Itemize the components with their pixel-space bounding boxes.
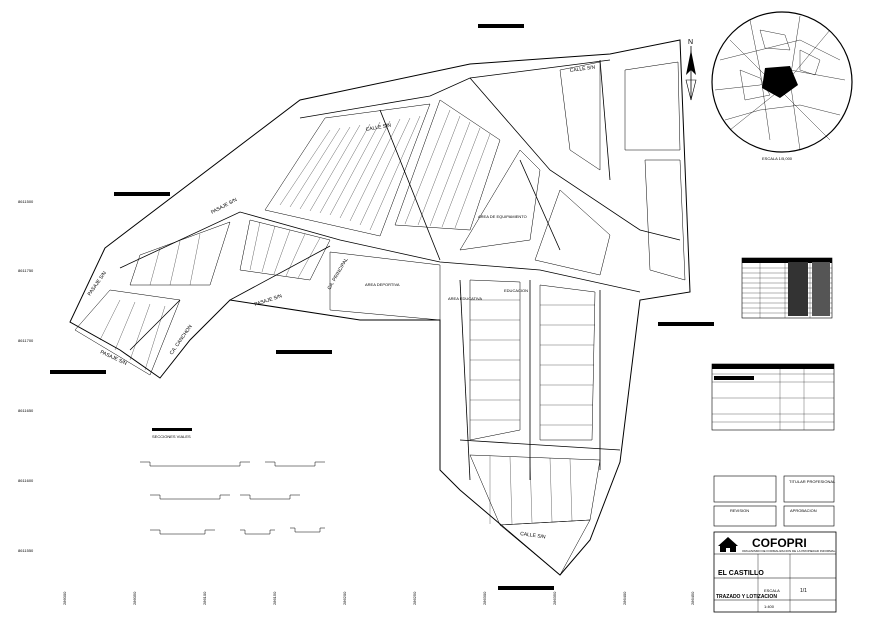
site-boundary — [69, 39, 691, 576]
easting-axis: 286000 286050 286100 286150 286200 28625… — [62, 591, 695, 605]
north-label: N — [688, 39, 693, 46]
easting-label: 286350 — [552, 591, 557, 605]
location-map: ESCALA 1/5,000 — [711, 11, 853, 161]
northing-label: 8611700 — [18, 338, 34, 343]
cofopri-brand: COFOPRI — [752, 536, 807, 550]
area-label: AREA DEPORTIVA — [365, 282, 400, 287]
street-label: CALLE S/N — [365, 123, 392, 133]
area-labels: AREA DEPORTIVA AREA EDUCATIVA AREA DE EQ… — [365, 214, 528, 301]
street-label: PASAJE S/N — [210, 197, 238, 216]
plan-title: TRAZADO Y LOTIZACION — [716, 594, 777, 600]
street-label: CALLE S/N — [520, 531, 547, 541]
area-summary-table — [711, 363, 835, 431]
northing-axis: 8611500 8611750 8611700 8611650 8611600 … — [18, 199, 34, 553]
lot-blocks — [74, 61, 686, 576]
northing-label: 8611750 — [18, 268, 34, 273]
northing-label: 8611650 — [18, 408, 34, 413]
parcel-lines — [99, 109, 595, 525]
easting-label: 286450 — [690, 591, 695, 605]
location-caption: ESCALA 1/5,000 — [762, 156, 793, 161]
easting-label: 286100 — [202, 591, 207, 605]
signature-boxes: TITULAR PROFESIONAL REVISION APROBACION — [713, 475, 836, 527]
road-sections: SECCIONES VIALES — [140, 428, 325, 535]
locality-name: EL CASTILLO — [718, 570, 764, 577]
sheet-number: 1/1 — [800, 588, 807, 594]
area-label: AREA EDUCATIVA — [448, 296, 482, 301]
easting-label: 286050 — [132, 591, 137, 605]
sello-label: TITULAR PROFESIONAL — [789, 479, 836, 484]
northing-label: 8611600 — [18, 478, 34, 483]
coordinates-table — [741, 257, 833, 319]
cofopri-logo-icon — [718, 537, 738, 552]
north-arrow: N — [685, 39, 697, 101]
easting-label: 286200 — [342, 591, 347, 605]
easting-label: 286250 — [412, 591, 417, 605]
easting-label: 286150 — [272, 591, 277, 605]
northing-label: 8611550 — [18, 548, 34, 553]
street-label: PASAJE S/N — [87, 270, 109, 297]
easting-label: 286000 — [62, 591, 67, 605]
title-block: COFOPRI ORGANISMO DE FORMALIZACION DE LA… — [713, 531, 837, 613]
northing-label: 8611500 — [18, 199, 34, 204]
revision-label: REVISION — [730, 508, 749, 513]
aprobacion-label: APROBACION — [790, 508, 817, 513]
scale-label: ESCALA — [764, 588, 780, 593]
street-label: CALLE S/N — [569, 64, 596, 74]
street-labels: CALLE S/N CALLE S/N PASAJE S/N PASAJE S/… — [87, 64, 596, 540]
easting-label: 286300 — [482, 591, 487, 605]
header-bars — [50, 24, 714, 590]
area-label: AREA DE EQUIPAMIENTO — [478, 214, 527, 219]
street-network — [119, 59, 681, 481]
area-label: EDUCACION — [504, 288, 528, 293]
easting-label: 286400 — [622, 591, 627, 605]
sections-title: SECCIONES VIALES — [152, 434, 191, 439]
cofopri-subtitle: ORGANISMO DE FORMALIZACION DE LA PROPIED… — [742, 549, 836, 553]
scale-value: 1:400 — [764, 604, 775, 609]
